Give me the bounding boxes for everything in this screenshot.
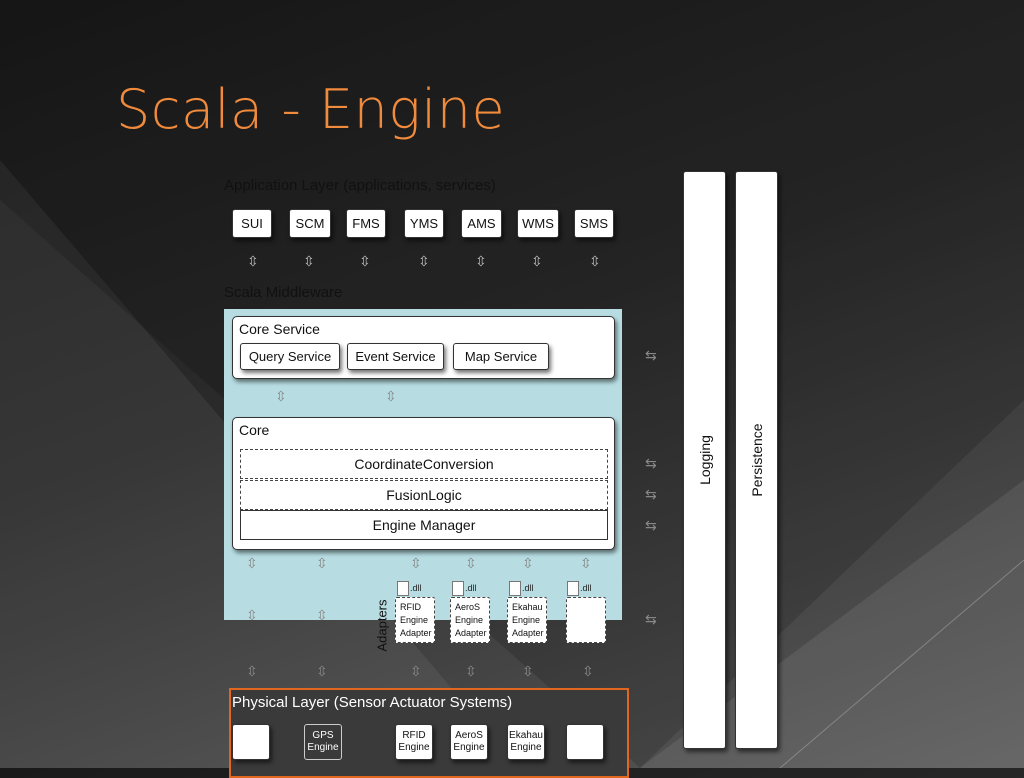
empty-adapter bbox=[566, 597, 606, 643]
fusion-logic: FusionLogic bbox=[240, 480, 608, 510]
up-down-arrow-icon: ⇳ bbox=[316, 608, 328, 624]
map-service: Map Service bbox=[453, 343, 549, 370]
up-down-arrow-icon: ⇳ bbox=[246, 664, 258, 680]
up-down-arrow-icon: ⇳ bbox=[247, 254, 259, 270]
up-down-arrow-icon: ⇳ bbox=[410, 664, 422, 680]
persistence-bar: Persistence bbox=[735, 171, 778, 749]
up-down-arrow-icon: ⇳ bbox=[580, 556, 592, 572]
dll-file-icon bbox=[509, 581, 521, 596]
up-down-arrow-icon: ⇳ bbox=[531, 254, 543, 270]
up-down-arrow-icon: ⇳ bbox=[418, 254, 430, 270]
core-service-title: Core Service bbox=[239, 321, 320, 337]
up-down-arrow-icon: ⇳ bbox=[465, 556, 477, 572]
physical-layer-label: Physical Layer (Sensor Actuator Systems) bbox=[232, 694, 513, 711]
left-right-arrow-icon: ⇆ bbox=[645, 456, 657, 472]
up-down-arrow-icon: ⇳ bbox=[275, 389, 287, 405]
left-right-arrow-icon: ⇆ bbox=[645, 612, 657, 628]
physical-engine-empty bbox=[232, 724, 270, 760]
dll-file-icon bbox=[397, 581, 409, 596]
app-ams: AMS bbox=[461, 209, 502, 238]
dll-file-label: .dll bbox=[452, 581, 477, 596]
app-fms: FMS bbox=[346, 209, 386, 238]
up-down-arrow-icon: ⇳ bbox=[385, 389, 397, 405]
core-panel: Core CoordinateConversion FusionLogic En… bbox=[232, 417, 615, 550]
left-right-arrow-icon: ⇆ bbox=[645, 487, 657, 503]
up-down-arrow-icon: ⇳ bbox=[522, 664, 534, 680]
left-right-arrow-icon: ⇆ bbox=[645, 348, 657, 364]
up-down-arrow-icon: ⇳ bbox=[303, 254, 315, 270]
up-down-arrow-icon: ⇳ bbox=[475, 254, 487, 270]
up-down-arrow-icon: ⇳ bbox=[316, 556, 328, 572]
dll-file-label: .dll bbox=[397, 581, 422, 596]
logging-label: Logging bbox=[696, 435, 713, 485]
up-down-arrow-icon: ⇳ bbox=[410, 556, 422, 572]
up-down-arrow-icon: ⇳ bbox=[316, 664, 328, 680]
app-wms: WMS bbox=[517, 209, 559, 238]
core-service-panel: Core Service Query Service Event Service… bbox=[232, 316, 615, 379]
adapters-label: Adapters bbox=[374, 599, 390, 652]
physical-engine-empty bbox=[566, 724, 604, 760]
query-service: Query Service bbox=[240, 343, 340, 370]
middleware-label: Scala Middleware bbox=[224, 284, 343, 301]
up-down-arrow-icon: ⇳ bbox=[246, 556, 258, 572]
application-layer-label: Application Layer (applications, service… bbox=[224, 177, 496, 194]
app-sms: SMS bbox=[574, 209, 614, 238]
left-right-arrow-icon: ⇆ bbox=[645, 518, 657, 534]
up-down-arrow-icon: ⇳ bbox=[465, 664, 477, 680]
up-down-arrow-icon: ⇳ bbox=[246, 608, 258, 624]
app-scm: SCM bbox=[289, 209, 331, 238]
app-yms: YMS bbox=[404, 209, 444, 238]
dll-file-icon bbox=[452, 581, 464, 596]
dll-file-label: .dll bbox=[509, 581, 534, 596]
coordinate-conversion: CoordinateConversion bbox=[240, 449, 608, 479]
persistence-label: Persistence bbox=[748, 423, 765, 497]
up-down-arrow-icon: ⇳ bbox=[522, 556, 534, 572]
logging-bar: Logging bbox=[683, 171, 726, 749]
page-title: Scala - Engine bbox=[116, 78, 506, 141]
app-sui: SUI bbox=[232, 209, 272, 238]
engine-manager: Engine Manager bbox=[240, 510, 608, 540]
core-title: Core bbox=[239, 422, 270, 438]
dll-file-label: .dll bbox=[567, 581, 592, 596]
event-service: Event Service bbox=[347, 343, 444, 370]
up-down-arrow-icon: ⇳ bbox=[589, 254, 601, 270]
dll-file-icon bbox=[567, 581, 579, 596]
up-down-arrow-icon: ⇳ bbox=[359, 254, 371, 270]
up-down-arrow-icon: ⇳ bbox=[582, 664, 594, 680]
